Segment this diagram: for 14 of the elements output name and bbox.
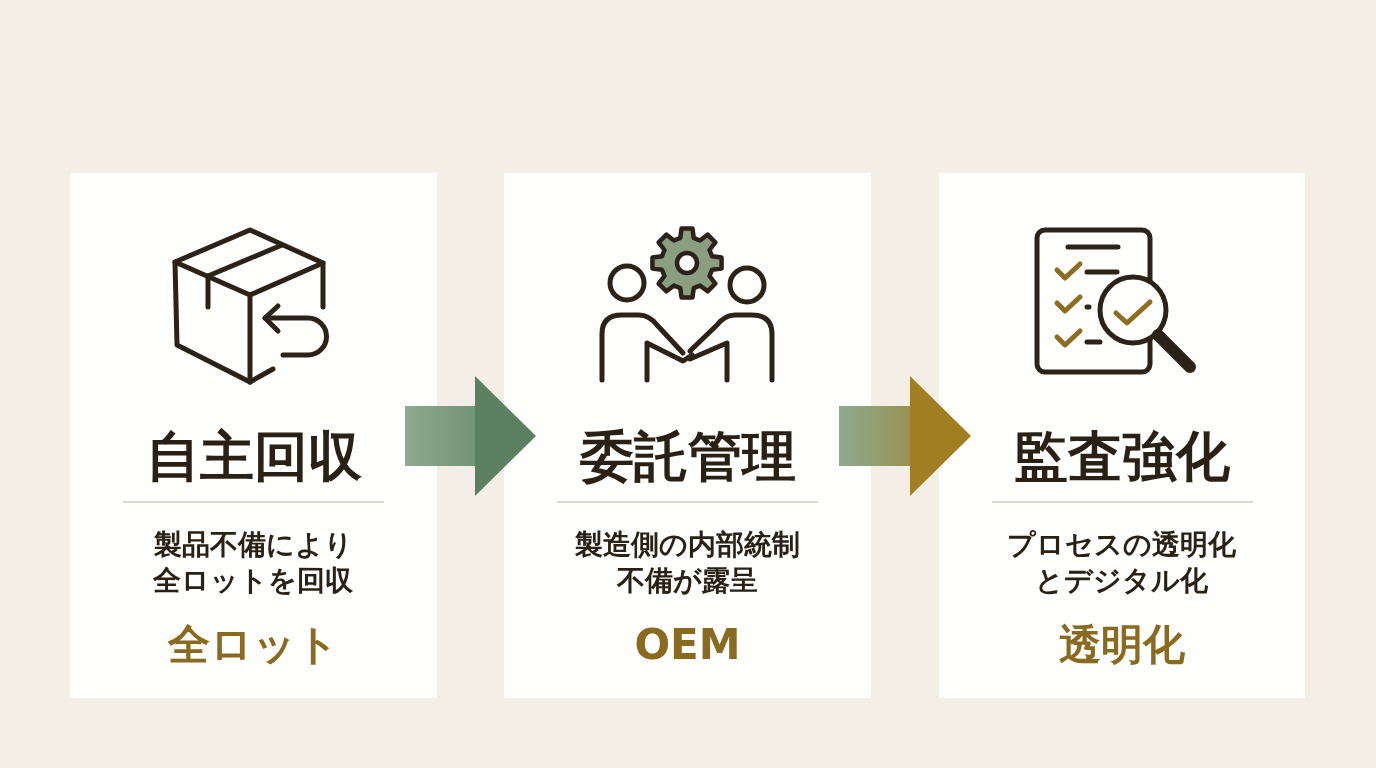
info-card (504, 173, 871, 698)
highlight-text: 透明化 (1059, 620, 1185, 670)
arrow (839, 376, 971, 496)
highlight-text: OEM (634, 620, 741, 670)
arrow (405, 376, 536, 496)
info-card (70, 173, 437, 698)
info-card (939, 173, 1305, 698)
card-title: 自主回収 (145, 425, 362, 487)
card-title: 委託管理 (579, 425, 796, 487)
card-text: 製造側の内部統制不備が露呈 (574, 527, 801, 599)
card-title: 監査強化 (1014, 425, 1230, 487)
highlight-text: 全ロット (168, 620, 339, 670)
card-text: プロセスの透明化とデジタル化 (1006, 527, 1238, 599)
card-text: 製品不備により全ロットを回収 (152, 527, 355, 599)
